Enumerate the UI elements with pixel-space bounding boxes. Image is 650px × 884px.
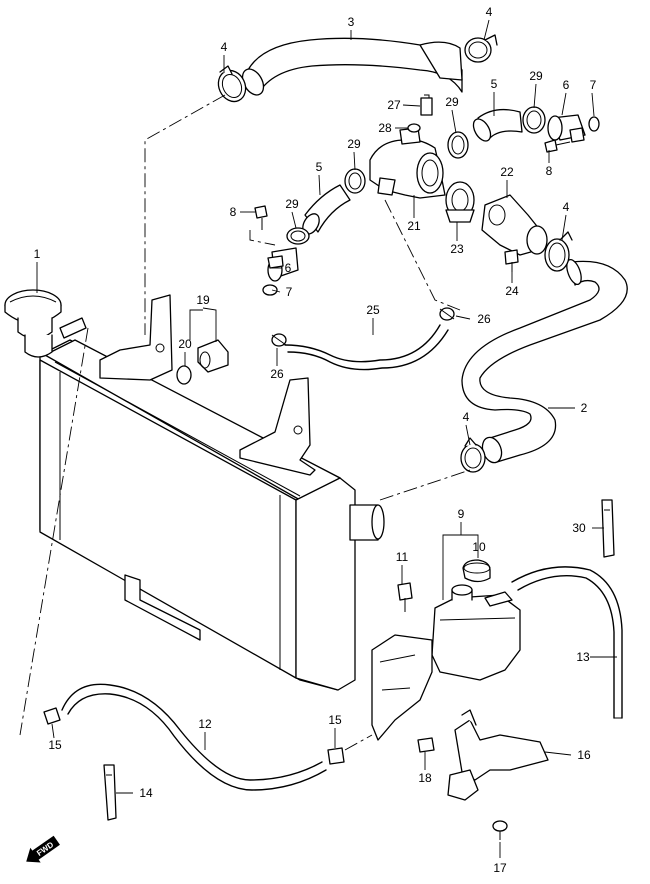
callout-9: 9 <box>458 507 465 521</box>
radiator-cap[interactable] <box>4 289 87 358</box>
callout-10: 10 <box>472 540 486 554</box>
callout-29-d: 29 <box>285 197 299 211</box>
thermostat-housing-21[interactable] <box>369 127 446 199</box>
sensor-27[interactable] <box>420 94 433 116</box>
callout-2: 2 <box>581 401 588 415</box>
upper-hose-3[interactable] <box>238 37 463 98</box>
callout-29-c: 29 <box>347 137 361 151</box>
clamp-4-top-right[interactable] <box>464 34 498 63</box>
clamp-15-right[interactable] <box>327 747 345 765</box>
callout-14: 14 <box>139 786 153 800</box>
o-ring-7-right[interactable] <box>588 116 600 132</box>
callout-16: 16 <box>577 748 591 762</box>
clamp-4-mid-right[interactable] <box>544 231 573 272</box>
callout-4-c: 4 <box>563 200 570 214</box>
callout-6-a: 6 <box>563 78 570 92</box>
clamp-4-lower[interactable] <box>460 437 486 473</box>
callout-29-b: 29 <box>445 95 459 109</box>
o-ring-20[interactable] <box>176 365 192 385</box>
callout-24: 24 <box>505 284 519 298</box>
callout-21: 21 <box>407 219 421 233</box>
callout-5-a: 5 <box>491 77 498 91</box>
hose-25[interactable] <box>284 324 449 371</box>
bolt-8-left[interactable] <box>254 205 268 230</box>
callout-23: 23 <box>450 242 464 256</box>
bracket-16[interactable] <box>447 709 549 801</box>
callout-labels: 1 2 3 4 4 4 4 5 5 6 6 7 7 8 8 9 10 11 12… <box>34 5 597 875</box>
callout-11: 11 <box>396 550 409 564</box>
callout-26-b: 26 <box>477 312 491 326</box>
reservoir-tank-9[interactable] <box>431 584 521 681</box>
bolt-11[interactable] <box>397 582 413 612</box>
clip-30[interactable] <box>601 499 615 558</box>
bolt-24[interactable] <box>504 249 519 272</box>
callout-20: 20 <box>178 337 192 351</box>
callout-15-a: 15 <box>48 738 62 752</box>
clamp-29-c[interactable] <box>344 168 366 194</box>
callout-22: 22 <box>500 165 514 179</box>
hose-5-right[interactable] <box>470 108 523 144</box>
callout-13: 13 <box>576 650 590 664</box>
leader-lines <box>36 19 617 858</box>
fitting-6-left[interactable] <box>267 247 299 282</box>
callout-15-b: 15 <box>328 713 342 727</box>
callout-8-a: 8 <box>546 164 553 178</box>
clamp-29-b[interactable] <box>447 131 469 159</box>
switch-19[interactable] <box>197 339 229 373</box>
clamp-4-top-left[interactable] <box>213 65 250 106</box>
callout-30: 30 <box>572 521 586 535</box>
reservoir-bracket[interactable] <box>371 634 433 741</box>
thermostat-23[interactable] <box>445 181 475 223</box>
bolt-18[interactable] <box>417 737 435 753</box>
callout-28: 28 <box>378 121 392 135</box>
callout-6-b: 6 <box>285 261 292 275</box>
callout-7-a: 7 <box>590 78 597 92</box>
callout-12: 12 <box>198 717 212 731</box>
thermostat-cover-22[interactable] <box>481 194 548 256</box>
callout-27: 27 <box>387 98 401 112</box>
callout-5-b: 5 <box>316 160 323 174</box>
lower-hose-2[interactable] <box>461 258 628 466</box>
clamp-26-left[interactable] <box>271 333 287 347</box>
radiator-core[interactable] <box>39 294 385 691</box>
fitting-6-right[interactable] <box>547 114 586 143</box>
clamp-29-d[interactable] <box>286 227 310 245</box>
hose-13[interactable] <box>511 566 623 719</box>
callout-3: 3 <box>348 15 355 29</box>
clip-14[interactable] <box>103 764 117 821</box>
callout-4-b: 4 <box>486 5 493 19</box>
alignment-lines <box>19 94 471 751</box>
reservoir-cap-10[interactable] <box>462 559 491 583</box>
hose-5-left[interactable] <box>299 184 351 237</box>
callout-25: 25 <box>366 303 380 317</box>
washer-28[interactable] <box>407 123 421 133</box>
callout-4-a: 4 <box>221 40 228 54</box>
callout-4-d: 4 <box>463 410 470 424</box>
o-ring-7-left[interactable] <box>262 284 278 296</box>
callout-17: 17 <box>493 861 507 875</box>
callout-18: 18 <box>418 771 432 785</box>
callout-8-b: 8 <box>230 205 237 219</box>
callout-7-b: 7 <box>286 285 293 299</box>
bolt-8-right[interactable] <box>544 139 571 153</box>
clamp-15-left[interactable] <box>43 707 61 725</box>
hose-12[interactable] <box>61 683 327 791</box>
bolt-17[interactable] <box>492 820 508 840</box>
callout-1: 1 <box>34 247 41 261</box>
callout-26-a: 26 <box>270 367 284 381</box>
callout-29-a: 29 <box>529 69 543 83</box>
fwd-arrow-icon: FWD <box>26 835 60 863</box>
clamp-26-right[interactable] <box>439 307 455 321</box>
callout-19: 19 <box>196 293 210 307</box>
clamp-29-a[interactable] <box>522 106 546 134</box>
